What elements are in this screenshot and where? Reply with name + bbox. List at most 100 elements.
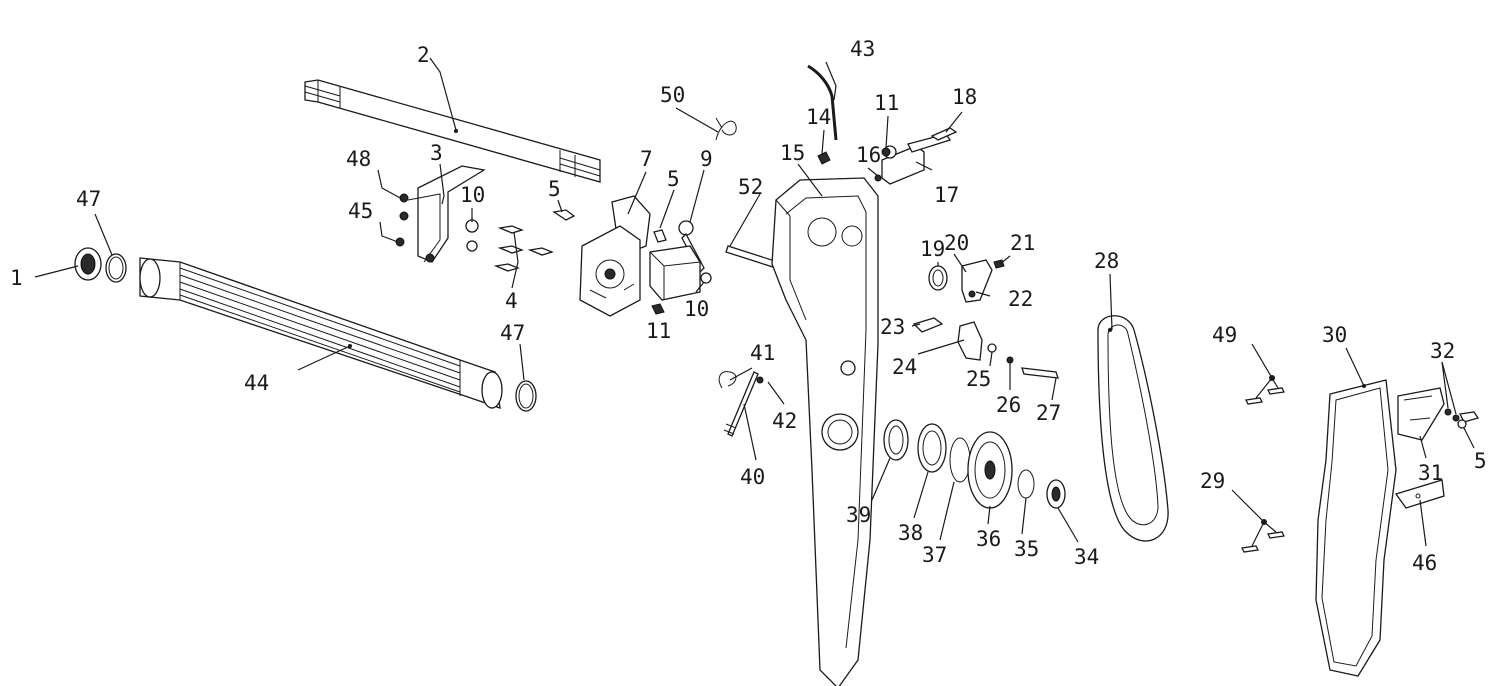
callout-11a: 11 (646, 319, 671, 343)
callout-10a: 10 (460, 183, 485, 207)
part-44-splined-tube (139, 257, 503, 409)
part-48-bolts (399, 193, 409, 221)
part-45-bolts (395, 237, 435, 263)
part-25-washer (987, 343, 997, 353)
part-37-snap-ring (949, 437, 971, 483)
callout-2: 2 (417, 43, 430, 67)
part-3-bracket (407, 165, 486, 263)
callout-35: 35 (1014, 537, 1039, 561)
part-52-pin (725, 245, 779, 269)
part-49-pins (1245, 387, 1285, 405)
part-39-seal (883, 419, 909, 461)
part-11-nut-left (651, 303, 665, 315)
part-31-guide (1397, 387, 1445, 441)
part-11-nut-right (881, 147, 891, 157)
part-5-screw-mid (653, 229, 667, 243)
callout-3: 3 (430, 141, 443, 165)
callout-32: 32 (1430, 339, 1455, 363)
actuator-box (649, 245, 701, 301)
callout-44: 44 (244, 371, 269, 395)
part-42-pin (756, 376, 764, 384)
callout-25: 25 (966, 367, 991, 391)
callout-29: 29 (1200, 469, 1225, 493)
part-41-clip (718, 371, 737, 389)
callout-20: 20 (944, 231, 969, 255)
callout-5a: 5 (548, 177, 561, 201)
callout-10b: 10 (684, 297, 709, 321)
part-47-o-ring-left (105, 253, 127, 283)
callout-50: 50 (660, 83, 685, 107)
callout-4: 4 (505, 289, 518, 313)
callout-24: 24 (892, 355, 917, 379)
part-17-cam-arm (881, 133, 952, 185)
callout-37: 37 (922, 543, 947, 567)
callout-43: 43 (850, 37, 875, 61)
callout-17: 17 (934, 183, 959, 207)
part-1-spline-nut (74, 247, 102, 281)
part-5-screw-left (552, 209, 576, 221)
callout-46: 46 (1412, 551, 1437, 575)
part-27-bolt (1021, 367, 1059, 379)
callout-19: 19 (920, 237, 945, 261)
callout-18: 18 (952, 85, 977, 109)
callout-28: 28 (1094, 249, 1119, 273)
callout-5b: 5 (667, 167, 680, 191)
part-4-screws (493, 225, 554, 272)
part-30-gasket (1315, 379, 1397, 677)
callout-labels: 1 2 3 4 5 5 5 7 9 10 10 11 11 14 15 16 1… (10, 37, 1487, 575)
callout-36: 36 (976, 527, 1001, 551)
callout-14: 14 (806, 105, 831, 129)
callout-21: 21 (1010, 231, 1035, 255)
part-20-lever (961, 259, 993, 303)
part-23-pin (912, 317, 944, 333)
callout-22: 22 (1008, 287, 1033, 311)
part-46-plate (1394, 479, 1445, 509)
part-10-nut-left (465, 219, 479, 252)
callout-30: 30 (1322, 323, 1347, 347)
part-7-motor-gearbox (579, 195, 651, 317)
part-2-shaft (304, 79, 601, 183)
part-18-bolt (930, 127, 958, 141)
part-36-sprocket (967, 431, 1013, 509)
part-15-housing (771, 177, 879, 686)
callout-47a: 47 (76, 187, 101, 211)
part-47-o-ring-right (515, 380, 537, 412)
part-38-bearing (917, 423, 947, 473)
callout-7: 7 (640, 147, 653, 171)
part-35-o-ring (1017, 469, 1035, 499)
part-16-washer (874, 174, 882, 182)
callout-40: 40 (740, 465, 765, 489)
callout-38: 38 (898, 521, 923, 545)
callout-34: 34 (1074, 545, 1099, 569)
callout-31: 31 (1418, 461, 1443, 485)
part-5-screw-right (1457, 411, 1480, 429)
callout-5c: 5 (1474, 449, 1487, 473)
callout-15: 15 (780, 141, 805, 165)
part-28-belt (1097, 315, 1169, 542)
part-14-clip (817, 151, 831, 165)
callout-11b: 11 (874, 91, 899, 115)
part-50-spring-clip (715, 117, 737, 141)
callout-16: 16 (856, 143, 881, 167)
callout-45: 45 (348, 199, 373, 223)
callout-49: 49 (1212, 323, 1237, 347)
part-19-seal (928, 265, 948, 291)
part-32-washers (1444, 408, 1460, 422)
callout-41: 41 (750, 341, 775, 365)
callout-1: 1 (10, 266, 23, 290)
callout-48: 48 (346, 147, 371, 171)
part-21-screw (993, 259, 1005, 269)
callout-47b: 47 (500, 321, 525, 345)
part-29-pins (1241, 531, 1285, 553)
part-10-nut-right (700, 272, 712, 284)
part-43-cable (807, 64, 838, 141)
callout-39: 39 (846, 503, 871, 527)
callout-9: 9 (700, 147, 713, 171)
callout-52: 52 (738, 175, 763, 199)
callout-42: 42 (772, 409, 797, 433)
callout-26: 26 (996, 393, 1021, 417)
part-40-rod (723, 371, 759, 437)
callout-23: 23 (880, 315, 905, 339)
leader-dots (348, 129, 1366, 525)
